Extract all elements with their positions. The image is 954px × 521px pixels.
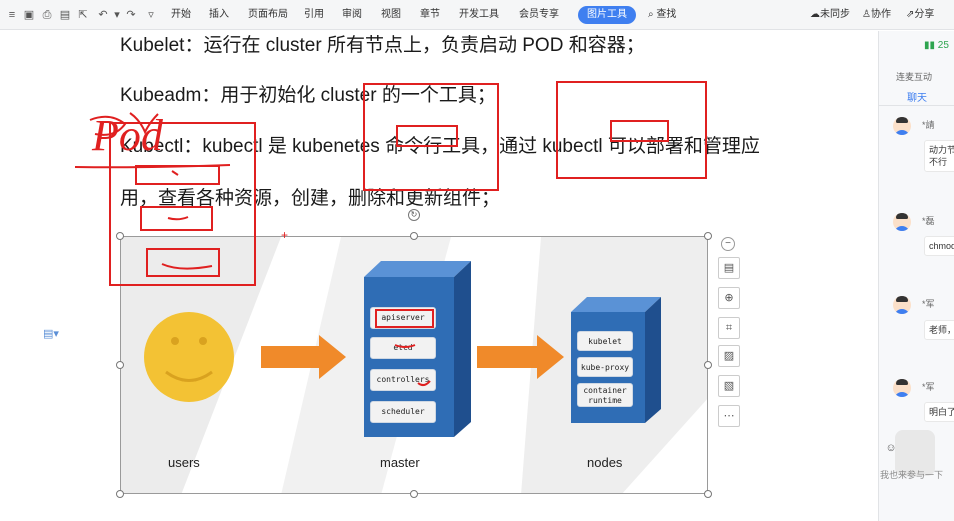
resize-handle-top-right[interactable] [704, 232, 712, 240]
print-icon[interactable]: ▤ [59, 9, 71, 21]
node-component: kube-proxy [577, 357, 633, 377]
customize-dropdown-icon[interactable]: ▿ [148, 9, 154, 21]
search-button[interactable]: ⌕ 查找 [648, 9, 677, 20]
resize-handle-bottom-right[interactable] [704, 490, 712, 498]
menu-review[interactable]: 审阅 [342, 9, 362, 20]
annotation-rect [109, 122, 256, 286]
sync-status-button[interactable]: ☁未同步 [810, 9, 850, 20]
resize-handle-bottom-left[interactable] [116, 490, 124, 498]
annotation-stroke [161, 263, 213, 270]
chat-username: *磊 [922, 216, 935, 226]
signal-bars-icon: ▮▮ [924, 40, 936, 51]
master-component: controllers [370, 369, 436, 391]
image-translate-icon[interactable]: ▧ [718, 375, 740, 397]
image-to-text-icon[interactable]: ▨ [718, 345, 740, 367]
master-component: scheduler [370, 401, 436, 423]
chat-username: *军 [922, 299, 935, 309]
menu-developer[interactable]: 开发工具 [459, 9, 499, 20]
doc-line-kubelet: Kubelet：运行在 cluster 所有节点上，负责启动 POD 和容器； [120, 35, 645, 56]
users-label: users [168, 455, 200, 470]
video-overlay-badge [895, 430, 935, 476]
search-icon: ⌕ [648, 9, 654, 20]
pod-handwriting: Pod [91, 111, 164, 160]
menu-start[interactable]: 开始 [171, 9, 191, 20]
ribbon-toolbar: ≡ ▣ ⎙ ▤ ⇱ ↶ ▾ ↷ ▿ 开始 插入 页面布局 引用 审阅 视图 章节… [0, 0, 954, 30]
chat-input[interactable]: 我也来参与一下 [880, 470, 944, 480]
master-component: apiserver [370, 307, 436, 329]
menu-picture-tools[interactable]: 图片工具 [578, 6, 636, 24]
resize-handle-bottom[interactable] [410, 490, 418, 498]
paragraph-marker-icon[interactable]: ▤▾ [43, 328, 59, 340]
chat-message: 明白了 [924, 402, 954, 422]
annotation-stroke [171, 170, 179, 176]
annotation-rect [610, 120, 669, 142]
annotation-stroke [394, 344, 416, 348]
share-icon: ⇗ [906, 9, 915, 20]
signal-indicator: ▮▮ 25 [924, 40, 949, 51]
resize-handle-right[interactable] [704, 361, 712, 369]
menu-view[interactable]: 视图 [381, 9, 401, 20]
resize-handle-left[interactable] [116, 361, 124, 369]
menu-page-layout[interactable]: 页面布局 [248, 9, 288, 20]
cloud-icon: ☁ [810, 9, 820, 20]
doc-line-kubeadm: Kubeadm：用于初始化 cluster 的一个工具； [120, 85, 496, 106]
menu-icon[interactable]: ≡ [8, 9, 16, 21]
export-icon[interactable]: ⇱ [78, 9, 88, 21]
emoji-icon[interactable]: ☺ [885, 442, 897, 454]
print-preview-icon[interactable]: ⎙ [42, 9, 52, 21]
panel-divider [878, 105, 954, 106]
undo-icon[interactable]: ↶ [98, 9, 108, 21]
avatar [893, 296, 911, 314]
chat-username: *請 [922, 120, 935, 130]
layout-options-icon[interactable]: ▤ [718, 257, 740, 279]
master-label: master [380, 455, 420, 470]
menu-chapter[interactable]: 章节 [420, 9, 440, 20]
collab-icon: ♙ [862, 9, 871, 20]
rotate-handle[interactable]: ↻ [408, 209, 420, 221]
annotation-stroke [129, 112, 159, 135]
annotation-rect [375, 309, 434, 328]
chat-message: 老师， [924, 320, 954, 340]
annotation-rect [146, 248, 220, 277]
avatar [893, 213, 911, 231]
zoom-image-icon[interactable]: ⊕ [718, 287, 740, 309]
panel-title: 连麦互动 [896, 72, 933, 82]
resize-handle-top-left[interactable] [116, 232, 124, 240]
annotation-rect [556, 81, 707, 179]
save-icon[interactable]: ▣ [23, 9, 35, 21]
nodes-label: nodes [587, 455, 623, 470]
chat-message: 动力节 不行 [924, 140, 954, 172]
doc-line-kubectl-cont: 用，查看各种资源，创建，删除和更新组件； [120, 188, 501, 209]
redo-icon[interactable]: ↷ [126, 9, 136, 21]
tab-chat[interactable]: 聊天 [907, 93, 927, 104]
avatar [893, 379, 911, 397]
crop-icon[interactable]: ⌗ [718, 317, 740, 339]
annotation-rect [396, 125, 458, 147]
collapse-tools-icon[interactable]: − [721, 237, 735, 251]
menu-insert[interactable]: 插入 [209, 9, 229, 20]
menu-member[interactable]: 会员专享 [519, 9, 559, 20]
menu-references[interactable]: 引用 [304, 9, 324, 20]
more-options-icon[interactable]: ⋯ [718, 405, 740, 427]
cursor-plus-icon: + [281, 228, 289, 242]
chat-username: *军 [922, 382, 935, 392]
annotation-stroke [417, 380, 431, 387]
avatar [893, 117, 911, 135]
annotation-rect [140, 206, 213, 231]
annotation-stroke [167, 216, 189, 221]
resize-handle-top[interactable] [410, 232, 418, 240]
node-component: container runtime [577, 383, 633, 407]
smiley-face [144, 312, 234, 402]
annotation-rect [363, 83, 499, 191]
annotation-stroke [89, 115, 127, 136]
selected-image[interactable] [120, 236, 708, 494]
chat-message: chmod [924, 236, 954, 256]
undo-dropdown-icon[interactable]: ▾ [114, 9, 120, 21]
collab-button[interactable]: ♙协作 [862, 9, 891, 20]
node-component: kubelet [577, 331, 633, 351]
annotation-stroke [74, 164, 231, 169]
share-button[interactable]: ⇗分享 [906, 9, 935, 20]
